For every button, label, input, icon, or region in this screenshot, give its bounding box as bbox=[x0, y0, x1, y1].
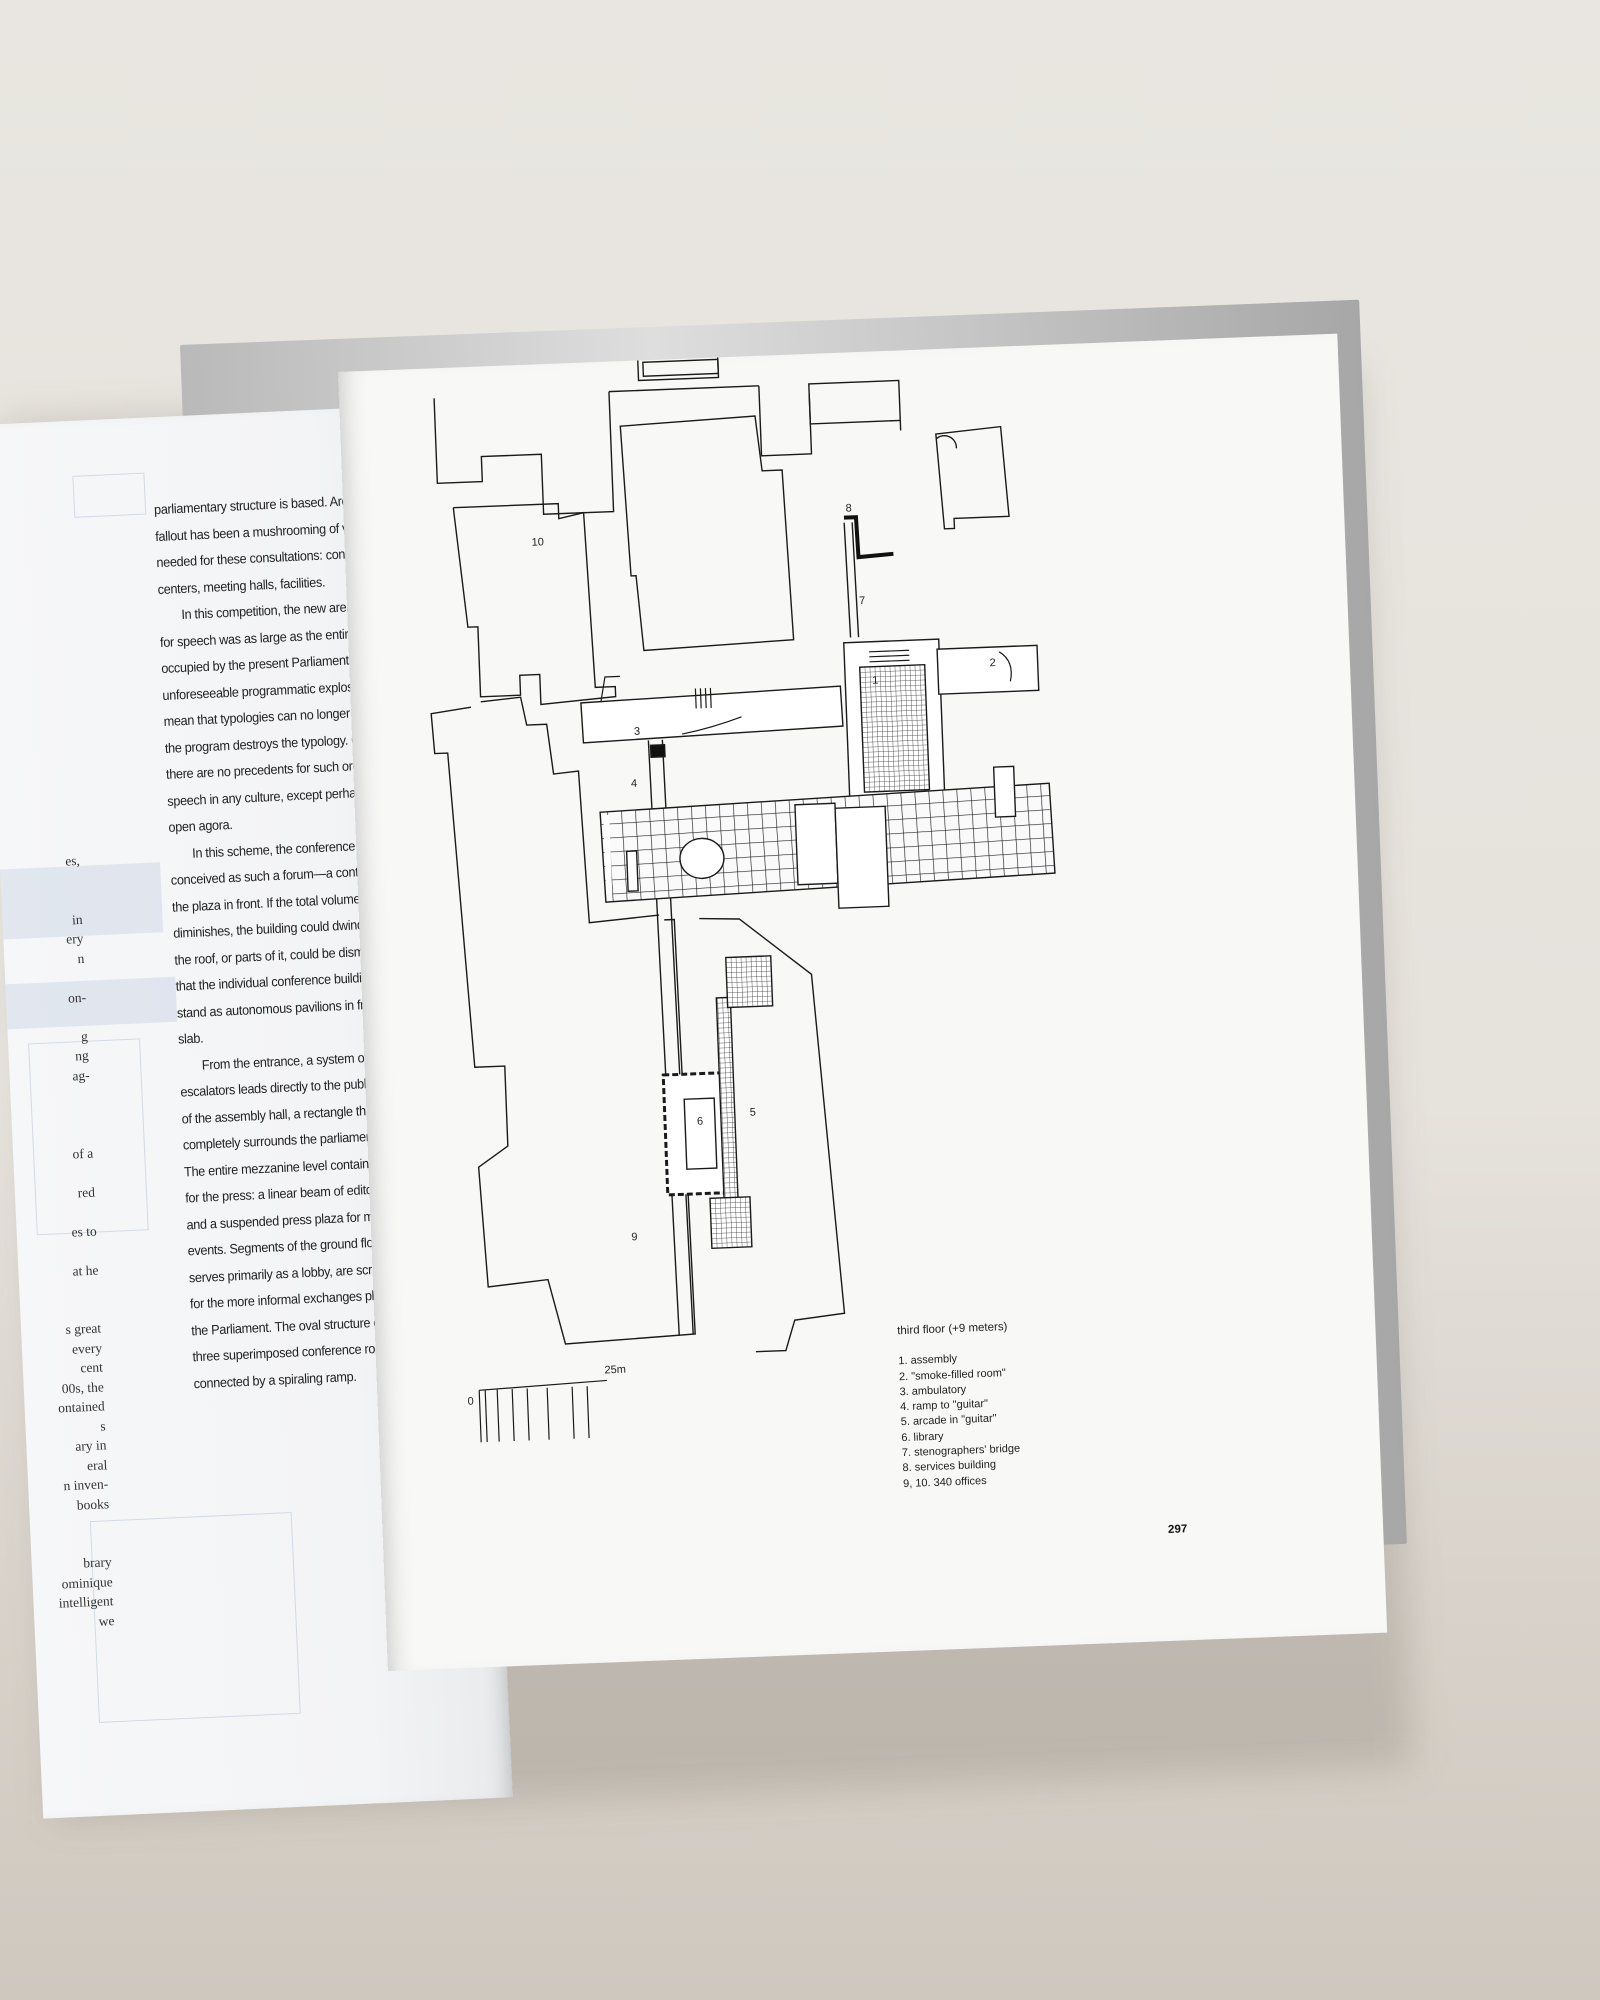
right-page: 10 8 7 1 2 3 4 6 5 9 0 25m third floor (… bbox=[338, 333, 1388, 1672]
stenographers-bridge bbox=[843, 522, 860, 638]
seat-rows bbox=[869, 649, 910, 663]
stair-core bbox=[649, 744, 666, 758]
plan-label-8: 8 bbox=[845, 502, 852, 515]
plan-label-2: 2 bbox=[989, 656, 997, 670]
floor-plan bbox=[430, 357, 1056, 1443]
plan-label-4: 4 bbox=[630, 777, 638, 791]
text-fragment: at he bbox=[72, 1262, 99, 1279]
context-outline bbox=[758, 379, 902, 457]
text-fragment: on- bbox=[67, 989, 87, 1006]
stair-treads bbox=[694, 687, 712, 709]
services-block-curve bbox=[935, 434, 958, 449]
plan-label-1: 1 bbox=[872, 674, 879, 687]
hatched-court bbox=[709, 1196, 753, 1250]
text-fragment: ontained bbox=[57, 1398, 105, 1416]
room-curve bbox=[998, 651, 1012, 682]
central-office-block bbox=[619, 415, 795, 652]
building-9 bbox=[430, 706, 696, 1345]
plan-label-5: 5 bbox=[749, 1106, 757, 1119]
building-9-inner bbox=[480, 696, 660, 924]
text-fragment: red bbox=[77, 1184, 96, 1200]
text-fragment: es, bbox=[64, 852, 81, 869]
building-10 bbox=[452, 502, 617, 706]
plan-legend: third floor (+9 meters) 1. assembly 2. "… bbox=[897, 1314, 1163, 1492]
text-fragment: of a bbox=[72, 1145, 94, 1162]
hatched-court bbox=[725, 955, 774, 1009]
context-outline bbox=[808, 393, 901, 425]
plaza-pavilion bbox=[834, 805, 890, 909]
scale-start: 0 bbox=[467, 1395, 474, 1408]
text-fragment: we bbox=[98, 1612, 115, 1629]
plaza-pavilion bbox=[992, 765, 1017, 818]
text-fragment: books bbox=[76, 1495, 110, 1513]
ramp-curve bbox=[682, 716, 742, 735]
show-through-box bbox=[72, 472, 147, 518]
context-outline bbox=[642, 358, 720, 378]
plan-label-6: 6 bbox=[696, 1115, 704, 1128]
services-wall bbox=[843, 515, 894, 560]
guitar-outline bbox=[699, 917, 846, 1353]
text-fragment: ag- bbox=[72, 1067, 90, 1083]
plan-label-7: 7 bbox=[858, 594, 866, 608]
plan-label-3: 3 bbox=[633, 725, 641, 738]
text-fragment: es to bbox=[71, 1223, 98, 1240]
services-block bbox=[935, 425, 1010, 530]
scale-end: 25m bbox=[604, 1363, 627, 1377]
plan-label-9: 9 bbox=[631, 1231, 638, 1244]
smoke-filled-room bbox=[936, 644, 1040, 695]
mezzanine-slab bbox=[580, 685, 844, 744]
text-fragment: ery bbox=[65, 930, 84, 947]
stair bbox=[600, 675, 620, 703]
context-outline bbox=[433, 391, 615, 515]
page-number: 297 bbox=[1167, 1523, 1188, 1536]
oval-conference-structure bbox=[679, 837, 725, 880]
scale-bar bbox=[478, 1379, 607, 1443]
plaza-pavilion bbox=[794, 802, 839, 886]
assembly-seating bbox=[858, 663, 931, 793]
show-through-plan bbox=[89, 1511, 301, 1723]
plan-label-10: 10 bbox=[531, 536, 545, 549]
